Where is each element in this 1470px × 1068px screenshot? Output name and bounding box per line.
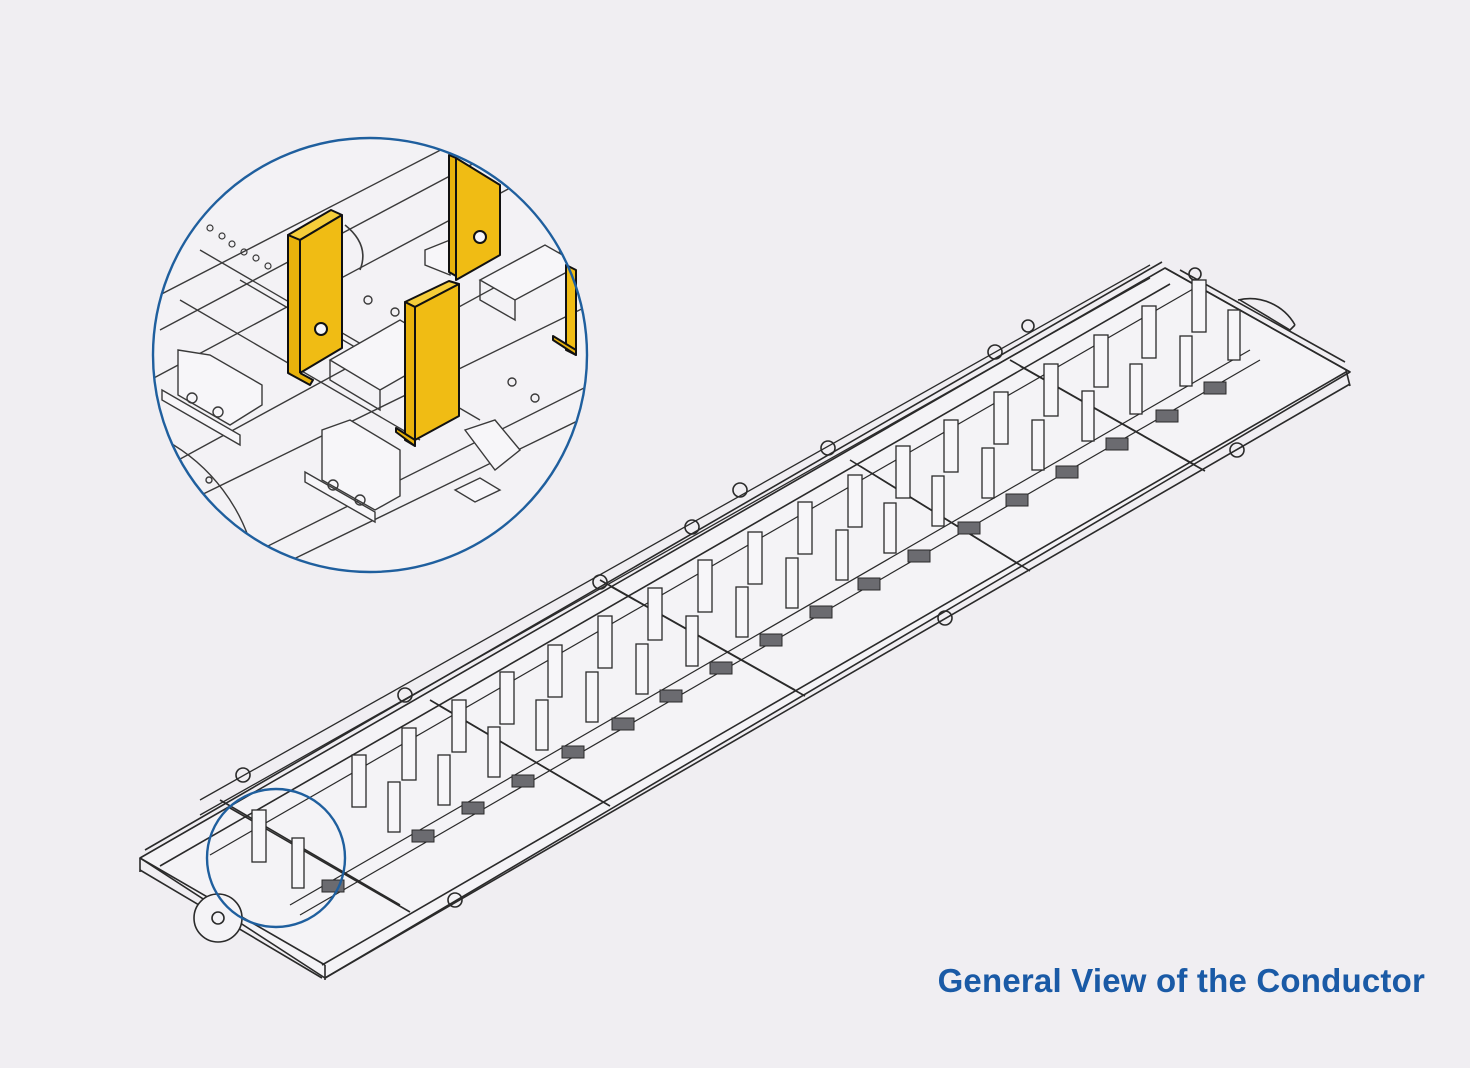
highlighted-plates <box>287 154 577 447</box>
highlighted-plate-3 <box>395 280 460 447</box>
highlighted-plate-2 <box>448 154 501 281</box>
highlighted-plate-4 <box>552 264 577 356</box>
detail-callout <box>151 136 589 574</box>
detail-location-marker <box>205 787 347 929</box>
plate-fixtures <box>251 279 1241 893</box>
callout-border <box>151 136 589 574</box>
highlighted-plate-1 <box>287 209 343 386</box>
figure-caption: General View of the Conductor <box>937 962 1425 999</box>
